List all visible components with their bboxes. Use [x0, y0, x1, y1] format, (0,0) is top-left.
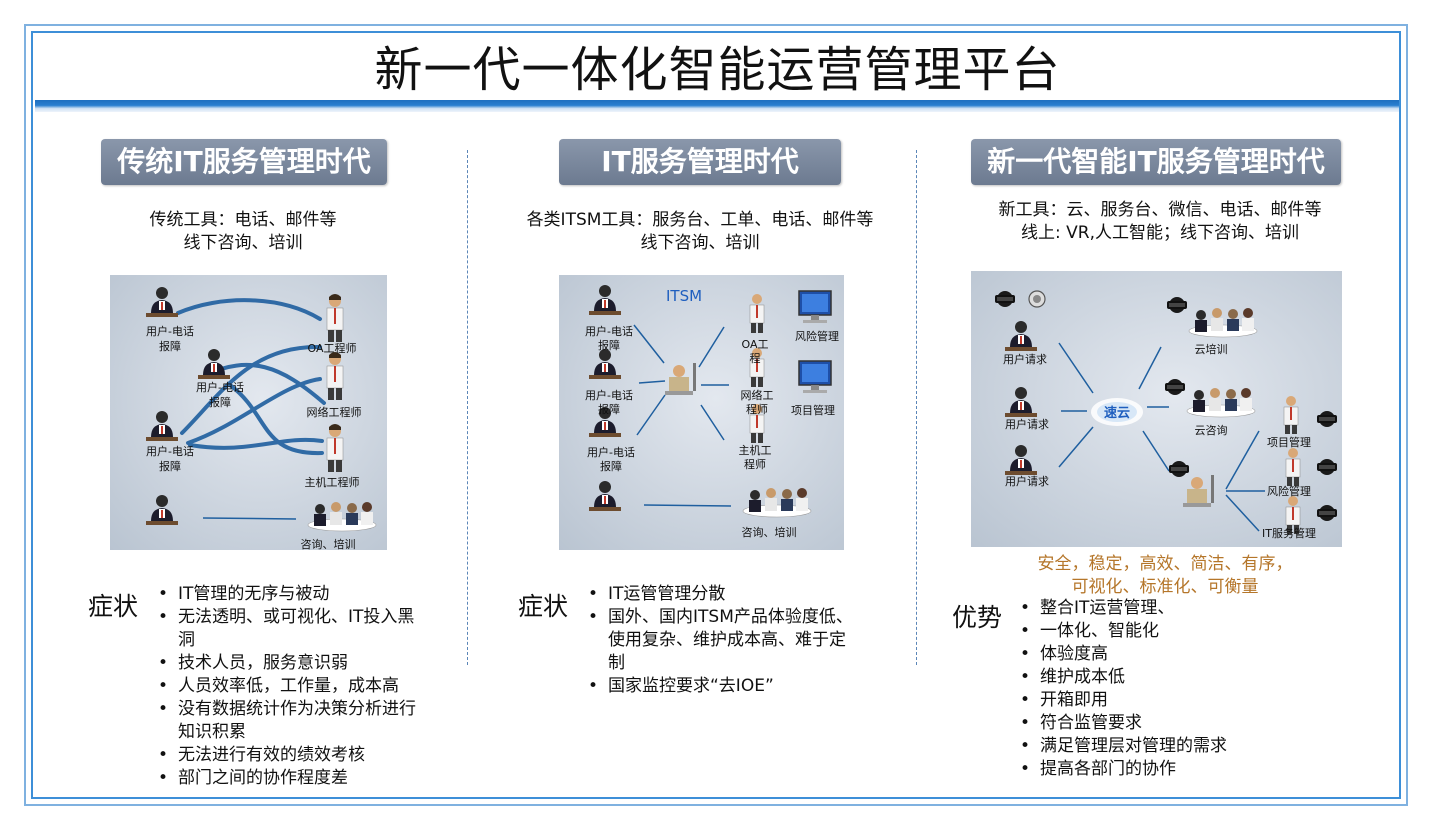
advantages-line-1: 安全，稳定，高效、简洁、有序， [1037, 554, 1293, 574]
bullet-item: 整合IT运营管理、 [1020, 597, 1320, 620]
inner-frame [31, 31, 1401, 799]
label-user-3: 用户-电话 [587, 445, 635, 459]
label-network-engineer: 网络工程师 [307, 405, 362, 419]
bullet-item: 无法透明、或可视化、IT投入黑 [158, 606, 448, 629]
era-badge-smart: 新一代智能IT服务管理时代 [971, 139, 1341, 185]
label-user-request-3: 用户请求 [1005, 474, 1049, 488]
tools-line-1: 新工具：云、服务台、微信、电话、邮件等 [998, 200, 1322, 220]
bullet-item: 提高各部门的协作 [1020, 758, 1320, 781]
bullet-item: 无法进行有效的绩效考核 [158, 744, 448, 767]
bullet-item: 满足管理层对管理的需求 [1020, 735, 1320, 758]
bullet-item: 维护成本低 [1020, 666, 1320, 689]
title-underline-bar [35, 100, 1399, 112]
label-network: 网络工 [741, 388, 774, 402]
label-user-2: 用户-电话 [196, 380, 244, 394]
bullet-item-cont: 洞 [178, 630, 195, 650]
label-user-1: 用户-电话 [585, 324, 633, 338]
bullets-smart: 整合IT运营管理、 一体化、智能化 体验度高 维护成本低 开箱即用 符合监管要求… [1020, 597, 1320, 781]
label-project: 项目管理 [791, 403, 835, 417]
label-itsm: ITSM [666, 287, 702, 305]
label-cloud-consult: 云咨询 [1195, 423, 1228, 437]
label-user-3: 用户-电话 [146, 444, 194, 458]
column-divider-1 [467, 150, 468, 665]
label-user-3-b: 报障 [159, 459, 181, 473]
bullet-item: 一体化、智能化 [1020, 620, 1320, 643]
label-project: 项目管理 [1267, 435, 1311, 449]
tools-line-1: 传统工具：电话、邮件等 [149, 210, 337, 230]
label-user-2-b: 报障 [209, 395, 231, 409]
bullet-item: IT运管管理分散 [588, 583, 888, 606]
tools-itsm: 各类ITSM工具：服务台、工单、电话、邮件等 线下咨询、培训 [510, 209, 890, 255]
label-host-b: 程师 [744, 458, 766, 471]
bullet-item-cont: 使用复杂、维护成本高、难于定 [608, 630, 846, 650]
diagram-smart: 用户请求 用户请求 用户请求 速云 云培训 云咨询 项目管理 风险管理 IT服务… [971, 271, 1342, 547]
column-divider-2 [916, 150, 917, 665]
era-badge-traditional: 传统IT服务管理时代 [101, 139, 387, 185]
tools-line-2: 线上: VR,人工智能；线下咨询、培训 [1021, 223, 1299, 243]
label-network-b: 程师 [746, 403, 768, 416]
label-it-service: IT服务管理 [1262, 526, 1316, 540]
label-user-request-1: 用户请求 [1003, 352, 1047, 366]
tools-traditional: 传统工具：电话、邮件等 线下咨询、培训 [88, 209, 398, 255]
label-user-2-b: 报障 [598, 402, 620, 416]
era-badge-itsm: IT服务管理时代 [559, 139, 841, 185]
tools-line-1: 各类ITSM工具：服务台、工单、电话、邮件等 [526, 210, 874, 230]
label-user-1-b: 报障 [598, 338, 620, 352]
label-user-request-2: 用户请求 [1005, 417, 1049, 431]
bullet-item: 没有数据统计作为决策分析进行 [158, 698, 448, 721]
section-label-symptoms-1: 症状 [88, 592, 139, 621]
section-label-advantages: 优势 [952, 603, 1003, 632]
bullet-item: 国外、国内ITSM产品体验度低、 [588, 606, 888, 629]
label-user-1-b: 报障 [159, 339, 181, 353]
bullet-item: 体验度高 [1020, 643, 1320, 666]
outer-frame [24, 24, 1408, 806]
label-cloud: 速云 [1104, 405, 1130, 421]
section-label-symptoms-2: 症状 [518, 592, 569, 621]
label-risk: 风险管理 [795, 329, 839, 343]
label-consult: 咨询、培训 [301, 537, 356, 550]
diagram-traditional: 用户-电话 报障 用户-电话 报障 用户-电话 报障 OA工程师 网络工程师 主… [110, 275, 387, 550]
bullet-item-cont: 制 [608, 653, 625, 673]
bullet-item: 开箱即用 [1020, 689, 1320, 712]
advantages-summary: 安全，稳定，高效、简洁、有序， 可视化、标准化、可衡量 [980, 553, 1350, 599]
bullet-item: 人员效率低，工作量，成本高 [158, 675, 448, 698]
bullet-item: IT管理的无序与被动 [158, 583, 448, 606]
label-user-3-b: 报障 [600, 459, 622, 473]
label-host-engineer: 主机工程师 [305, 475, 360, 489]
bullet-item: 技术人员，服务意识弱 [158, 652, 448, 675]
page-title: 新一代一体化智能运营管理平台 [374, 42, 1061, 98]
label-user-2: 用户-电话 [585, 388, 633, 402]
label-cloud-training: 云培训 [1195, 342, 1228, 356]
tools-line-2: 线下咨询、培训 [183, 233, 303, 253]
tools-line-2: 线下咨询、培训 [640, 233, 760, 253]
diagram-itsm: ITSM 用户-电话 报障 用户-电话 报障 用户-电话 报障 OA工 程 网络… [559, 275, 844, 550]
label-risk: 风险管理 [1267, 484, 1311, 498]
label-consult: 咨询、培训 [742, 525, 797, 539]
bullet-item: 国家监控要求“去IOE” [588, 675, 888, 698]
label-oa-b: 程 [750, 352, 761, 365]
bullets-traditional: IT管理的无序与被动 无法透明、或可视化、IT投入黑 洞 技术人员，服务意识弱 … [158, 583, 448, 790]
label-user-1: 用户-电话 [146, 324, 194, 338]
label-oa: OA工 [742, 338, 769, 351]
label-host: 主机工 [739, 443, 772, 457]
label-oa-engineer: OA工程师 [308, 342, 357, 355]
bullet-item-cont: 知识积累 [178, 722, 246, 742]
bullet-item: 符合监管要求 [1020, 712, 1320, 735]
advantages-line-2: 可视化、标准化、可衡量 [1071, 577, 1259, 597]
bullets-itsm: IT运管管理分散 国外、国内ITSM产品体验度低、 使用复杂、维护成本高、难于定… [588, 583, 888, 698]
tools-smart: 新工具：云、服务台、微信、电话、邮件等 线上: VR,人工智能；线下咨询、培训 [960, 199, 1360, 245]
bullet-item: 部门之间的协作程度差 [158, 767, 448, 790]
